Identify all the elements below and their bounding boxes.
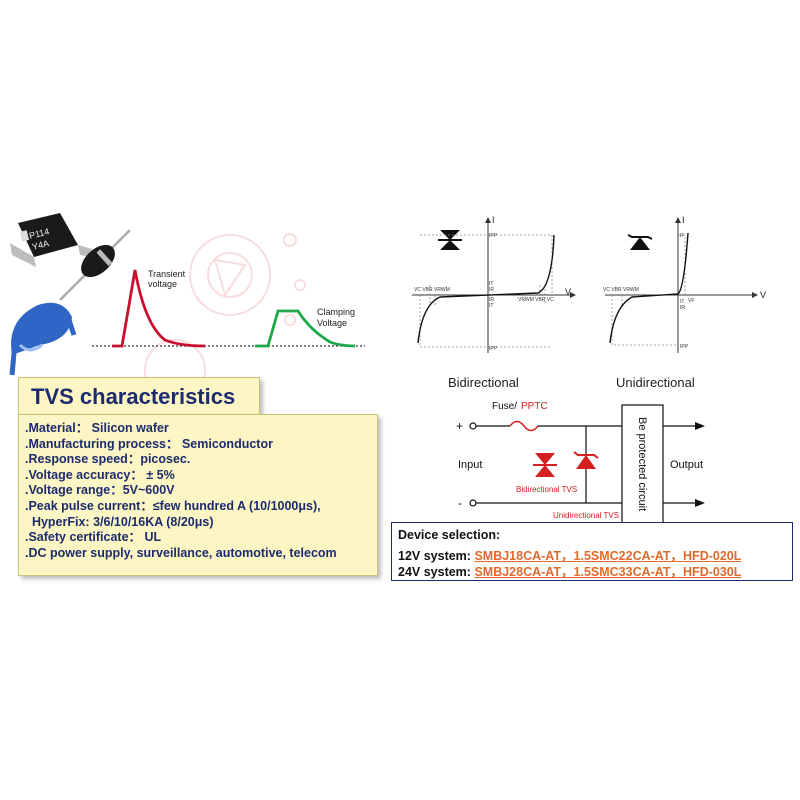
bidirectional-tvs-label: Bidirectional TVS xyxy=(516,485,577,494)
fuse-label-2: PPTC xyxy=(521,401,548,412)
characteristic-item: HyperFix: 3/6/10/16KA (8/20μs) xyxy=(25,514,214,529)
system-label-12v: 12V system: xyxy=(398,549,475,563)
bidirectional-tvs-symbol xyxy=(533,453,557,477)
bi-label-ipp-bottom: IPP xyxy=(489,346,498,352)
characteristic-item: .Response speed：picosec. xyxy=(25,452,191,467)
bi-label-it-bottom: IT xyxy=(489,303,493,309)
minus-terminal: - xyxy=(458,496,462,510)
uni-label-vf: VF xyxy=(688,298,694,304)
bi-label-it-top: IT xyxy=(489,281,493,287)
smd-diode-photo: P114 Y4A xyxy=(10,213,92,267)
characteristic-item: .Voltage accuracy： ± 5% xyxy=(25,467,175,482)
device-selection-title: Device selection: xyxy=(398,528,501,542)
protected-circuit-label: Be protected circuit xyxy=(636,417,648,511)
fuse-label-1: Fuse/ xyxy=(492,401,517,412)
characteristic-item: .Peak pulse current：≤few hundred A (10/1… xyxy=(25,498,321,513)
bi-label-v-right: VRWM VBR VC xyxy=(518,297,554,303)
output-label: Output xyxy=(670,459,703,471)
unidirectional-tvs-icon xyxy=(627,234,653,250)
characteristics-panel: .Material： Silicon wafer .Manufacturing … xyxy=(18,414,378,576)
fuse-symbol xyxy=(509,420,539,432)
characteristics-title-box: TVS characteristics xyxy=(18,377,260,417)
bidirectional-tvs-icon xyxy=(438,230,462,250)
characteristic-item: .Safety certificate： UL xyxy=(25,530,162,545)
transient-label-1: Transient xyxy=(148,269,186,279)
bi-label-ipp-top: IPP xyxy=(489,233,498,239)
uni-axis-v: V xyxy=(760,290,766,300)
axial-diode-photo xyxy=(59,229,131,301)
bidirectional-caption: Bidirectional xyxy=(448,375,519,390)
uni-label-ipp: IPP xyxy=(680,344,689,350)
bi-label-ir-top: IR xyxy=(489,287,494,293)
unidirectional-iv-chart: I V IF IT IR VF IPP VC VBR VRWM Unidirec… xyxy=(603,215,766,390)
part-list-24v[interactable]: SMBJ28CA-AT，1.5SMC33CA-AT，HFD-030L xyxy=(474,565,742,579)
unidirectional-caption: Unidirectional xyxy=(616,375,695,390)
uni-label-if: IF xyxy=(680,233,684,239)
background-globe-decoration xyxy=(144,233,306,380)
iv-curve-diagrams: I V IPP IT IR IR IT IPP VC VBR VRWM VRWM… xyxy=(412,215,766,390)
plus-terminal: + xyxy=(456,419,463,433)
tvs-protection-circuit: + - Fuse/ PPTC Input Output Bidirectiona… xyxy=(456,401,705,524)
uni-label-ir: IR xyxy=(680,305,685,311)
bi-axis-i: I xyxy=(492,215,495,225)
characteristic-item: .Manufacturing process： Semiconductor xyxy=(25,436,273,451)
smd-marking-2: Y4A xyxy=(31,238,50,252)
smd-marking-1: P114 xyxy=(28,226,50,241)
characteristic-item: .DC power supply, surveillance, automoti… xyxy=(25,545,337,560)
device-row-24v: 24V system: SMBJ28CA-AT，1.5SMC33CA-AT，HF… xyxy=(398,561,741,580)
unidirectional-tvs-symbol xyxy=(573,451,599,469)
radial-varistor-photo xyxy=(9,302,77,376)
clamping-label-1: Clamping xyxy=(317,307,355,317)
transient-label-2: voltage xyxy=(148,279,177,289)
uni-label-it: IT xyxy=(680,299,684,305)
bidirectional-iv-chart: I V IPP IT IR IR IT IPP VC VBR VRWM VRWM… xyxy=(412,215,576,390)
device-row-12v: 12V system: SMBJ18CA-AT，1.5SMC22CA-AT，HF… xyxy=(398,545,741,564)
clamping-voltage-curve xyxy=(255,309,356,348)
uni-label-v-left: VC VBR VRWM xyxy=(603,287,639,293)
characteristic-item: .Material： Silicon wafer xyxy=(25,421,169,435)
characteristic-item: .Voltage range：5V~600V xyxy=(25,483,175,498)
system-label-24v: 24V system: xyxy=(398,565,475,579)
transient-voltage-curve xyxy=(112,269,206,348)
bi-label-v-left: VC VBR VRWM xyxy=(414,287,450,293)
input-label: Input xyxy=(458,459,482,471)
clamping-label-2: Voltage xyxy=(317,318,347,328)
bi-axis-v: V xyxy=(565,287,571,297)
protected-circuit-box xyxy=(621,404,664,524)
bi-label-ir-bottom: IR xyxy=(489,297,494,303)
uni-axis-i: I xyxy=(682,215,685,225)
characteristics-list: .Material： Silicon wafer .Manufacturing … xyxy=(25,421,337,561)
device-selection-box: Device selection: 12V system: SMBJ18CA-A… xyxy=(391,522,793,581)
tvs-waveform-illustration: P114 Y4A Transient voltage Clamping Volt… xyxy=(9,213,365,380)
characteristics-title: TVS characteristics xyxy=(31,384,236,409)
part-list-12v[interactable]: SMBJ18CA-AT，1.5SMC22CA-AT，HFD-020L xyxy=(474,549,742,563)
unidirectional-tvs-label: Unidirectional TVS xyxy=(553,511,619,520)
